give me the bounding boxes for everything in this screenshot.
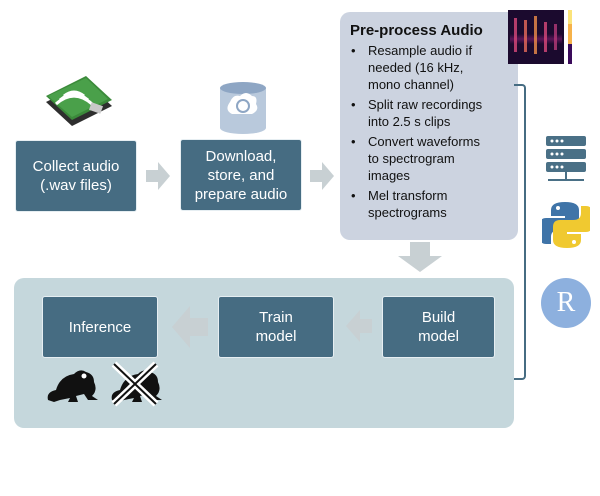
arrow-down — [398, 242, 442, 272]
python-icon — [542, 202, 590, 248]
tools-bracket — [514, 84, 526, 380]
preprocess-list: Resample audio if needed (16 kHz, mono c… — [348, 42, 516, 224]
crossed-frog-icon — [111, 361, 162, 407]
step-download-label: Download, store, and prepare audio — [194, 147, 288, 203]
step-build-model: Build model — [382, 296, 495, 358]
step-collect-label: Collect audio (.wav files) — [32, 158, 120, 194]
preprocess-title: Pre-process Audio — [350, 22, 483, 39]
preprocess-item: Resample audio if needed (16 kHz, mono c… — [348, 42, 516, 93]
audio-recorder-icon — [46, 76, 112, 126]
r-language-label: R — [556, 287, 576, 318]
step-inference: Inference — [42, 296, 158, 358]
arrow-right — [310, 162, 334, 190]
frog-icon — [47, 370, 98, 402]
step-collect-audio: Collect audio (.wav files) — [15, 140, 137, 212]
step-build-label: Build model — [418, 309, 459, 345]
preprocess-item: Split raw recordings into 2.5 s clips — [348, 96, 516, 130]
step-train-model: Train model — [218, 296, 334, 358]
step-train-label: Train model — [255, 309, 297, 345]
arrow-left — [346, 310, 372, 342]
step-download-audio: Download, store, and prepare audio — [180, 139, 302, 211]
step-inference-label: Inference — [68, 318, 132, 336]
r-language-icon: R — [541, 278, 591, 328]
server-icon — [546, 136, 586, 181]
spectrogram-thumbnail — [508, 10, 572, 64]
arrow-right — [146, 162, 170, 190]
preprocess-item: Mel transform spectrograms — [348, 187, 516, 221]
arrow-left — [172, 306, 208, 348]
database-icon — [220, 82, 266, 134]
preprocess-item: Convert waveforms to spectrogram images — [348, 133, 516, 184]
